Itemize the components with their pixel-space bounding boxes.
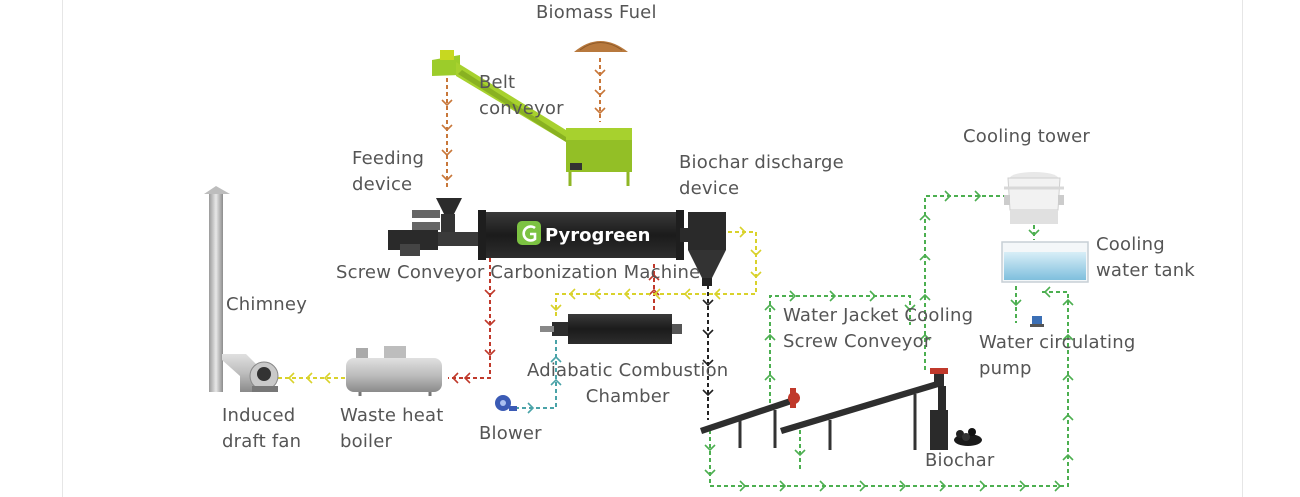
water-jacket-label-line1: Water Jacket Cooling: [783, 305, 974, 326]
biomass-fuel-label: Biomass Fuel: [536, 2, 657, 23]
feeding-device-label-line2: device: [352, 174, 413, 195]
carbonization-machine-icon: Pyrogreen: [438, 210, 694, 260]
pyrogreen-logo-icon: [517, 221, 541, 245]
air-flow-line: [515, 340, 557, 409]
induced-fan-label-line2: draft fan: [222, 431, 302, 452]
cooling-water-tank-icon: [1001, 241, 1089, 283]
cooling-water-tank-label-line2: water tank: [1096, 260, 1195, 281]
adiabatic-combustion-chamber-label: Adiabatic Combustion Chamber: [527, 358, 728, 410]
feeding-device-label: Feeding device: [352, 146, 424, 198]
biochar-discharge-label-line1: Biochar discharge: [679, 152, 844, 173]
biochar-discharge-device-icon: [688, 212, 726, 286]
water-jacket-cooling-screw-conveyor-label: Water Jacket Cooling Screw Conveyor: [783, 303, 973, 355]
feeding-device-icon: [388, 198, 462, 256]
cooling-water-tank-label: Cooling water tank: [1096, 232, 1195, 284]
biochar-discharge-device-label: Biochar discharge device: [679, 150, 844, 202]
left-frame-line: [62, 0, 63, 497]
biochar-label: Biochar: [925, 450, 995, 471]
induced-draft-fan-label: Induced draft fan: [222, 403, 301, 455]
biochar-pile-icon: [954, 428, 982, 446]
water-pump-label-line1: Water circulating: [979, 332, 1136, 353]
belt-conveyor-label-line2: conveyor: [479, 98, 564, 119]
hot-gas-flow-line: [278, 231, 757, 379]
cooling-tower-label: Cooling tower: [963, 126, 1091, 147]
chimney-label: Chimney: [226, 294, 308, 315]
waste-heat-boiler-label-line1: Waste heat: [340, 405, 444, 426]
belt-conveyor-label: Belt conveyor: [479, 70, 564, 122]
belt-conveyor-icon: [432, 50, 632, 186]
waste-heat-boiler-label-line2: boiler: [340, 431, 393, 452]
water-circulating-pump-icon: [1030, 316, 1044, 327]
brand-logo-text: Pyrogreen: [545, 225, 651, 246]
adiabatic-combustion-chamber-icon: [540, 314, 682, 344]
right-frame-line: [1242, 0, 1243, 497]
waste-heat-boiler-icon: [346, 346, 442, 396]
cooling-water-tank-label-line1: Cooling: [1096, 234, 1165, 255]
flue-gas-flow-line: [448, 258, 655, 379]
belt-conveyor-label-line1: Belt: [479, 72, 516, 93]
screw-conveyor-carbonization-machine-label: Screw Conveyor Carbonization Machine: [336, 262, 701, 283]
biomass-flow-line: [446, 58, 601, 190]
water-pump-label-line2: pump: [979, 358, 1032, 379]
water-jacket-label-line2: Screw Conveyor: [783, 331, 932, 352]
cooling-tower-icon: [1004, 172, 1064, 224]
biochar-discharge-label-line2: device: [679, 178, 740, 199]
biomass-pile-icon: [574, 41, 628, 52]
adiabatic-label-line1: Adiabatic Combustion: [527, 360, 729, 381]
feeding-device-label-line1: Feeding: [352, 148, 425, 169]
blower-label: Blower: [479, 423, 542, 444]
chimney-icon: [204, 186, 230, 392]
induced-fan-label-line1: Induced: [222, 405, 296, 426]
induced-draft-fan-icon: [222, 354, 279, 392]
water-jacket-cooling-screw-conveyor-icon: [700, 368, 948, 450]
waste-heat-boiler-label: Waste heat boiler: [340, 403, 443, 455]
adiabatic-label-line2: Chamber: [585, 386, 670, 407]
blower-icon: [495, 395, 517, 411]
water-circulating-pump-label: Water circulating pump: [979, 330, 1135, 382]
